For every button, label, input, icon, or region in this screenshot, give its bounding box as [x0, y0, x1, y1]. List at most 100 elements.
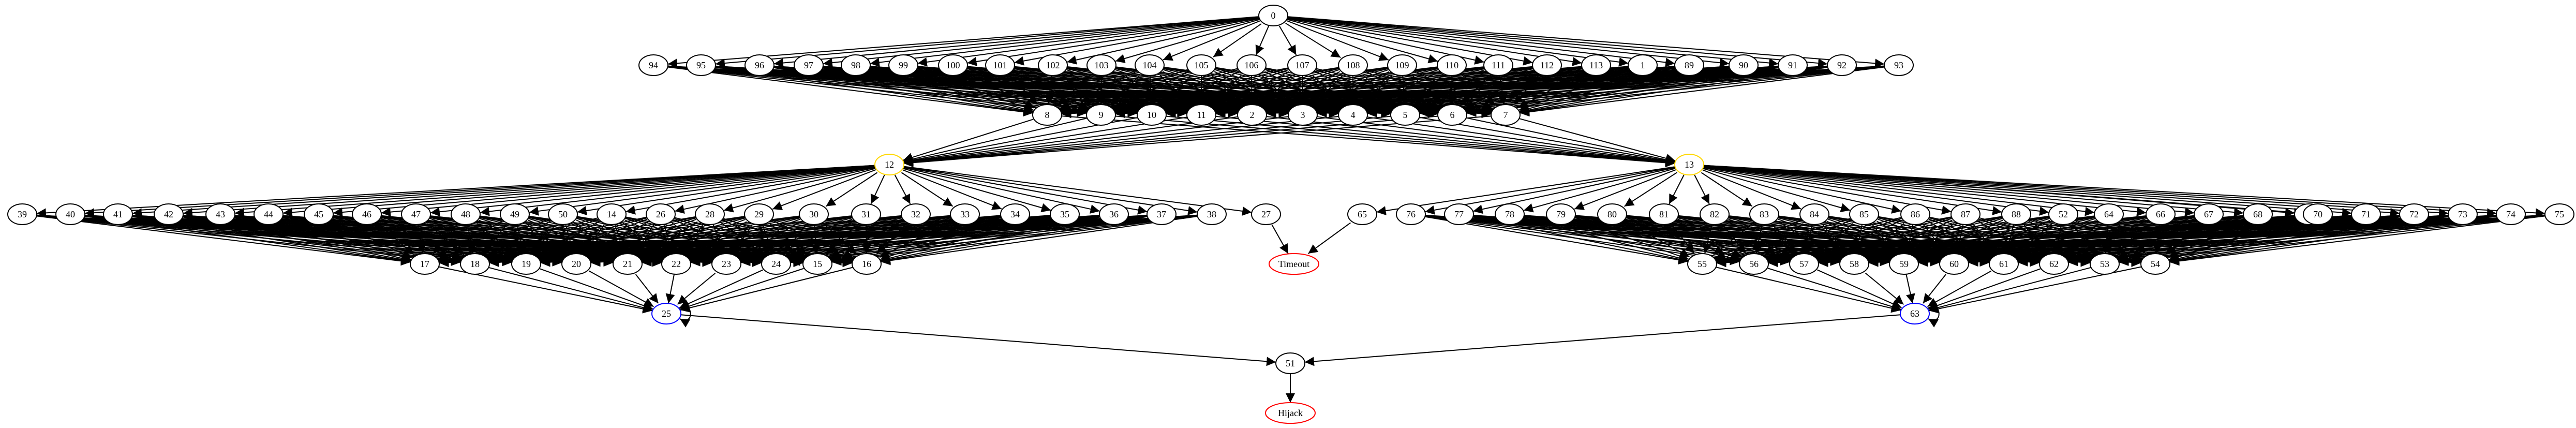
edge-106-to-8 [1061, 68, 1238, 114]
edge-13-to-52 [1703, 166, 2049, 216]
edge-15-to-25 [680, 268, 804, 311]
edge-47-to-19 [429, 219, 513, 259]
node-shape [1749, 203, 1779, 225]
edge-12-to-14 [626, 166, 875, 215]
node-4: 4 [1338, 104, 1368, 126]
node-66: 66 [2146, 203, 2176, 225]
edge-3-to-13 [1317, 116, 1675, 167]
edge-18-to-25 [488, 267, 653, 313]
edge-12-to-42 [183, 165, 875, 217]
edge-46-to-17 [377, 223, 414, 255]
node-shape [460, 253, 490, 275]
node-26: 26 [646, 203, 676, 225]
edge-101-to-8 [1009, 75, 1038, 105]
node-shape [1038, 54, 1068, 76]
node-shape [841, 54, 871, 76]
node-34: 34 [1000, 203, 1030, 225]
node-label: 32 [911, 209, 920, 219]
node-label: 66 [2156, 209, 2165, 219]
node-label: 64 [2104, 209, 2113, 219]
node-49: 49 [500, 203, 530, 225]
node-label: 42 [164, 209, 173, 219]
edge-0-to-104 [1163, 20, 1260, 61]
edge-11-to-13 [1215, 115, 1675, 167]
node-label: 10 [1147, 110, 1156, 120]
node-shape [1437, 104, 1467, 126]
node-72: 72 [2399, 203, 2429, 225]
node-19: 19 [511, 253, 541, 275]
edge-104-to-8 [1060, 71, 1137, 109]
node-shape [1387, 54, 1417, 76]
node-36: 36 [1099, 203, 1129, 225]
node-shape [1275, 352, 1305, 374]
node-label: 20 [572, 259, 581, 269]
node-shape [1099, 203, 1129, 225]
node-106: 106 [1237, 54, 1267, 76]
node-shape [744, 54, 775, 76]
node-shape [1258, 5, 1288, 26]
node-18: 18 [460, 253, 490, 275]
node-label: 15 [813, 259, 822, 269]
edge-64-to-55 [1716, 215, 2095, 266]
node-label: 25 [662, 308, 671, 319]
node-68: 68 [2243, 203, 2273, 225]
node-label: 5 [1403, 110, 1408, 120]
node-13: 13 [1674, 154, 1704, 175]
edge-85-to-55 [1716, 218, 1851, 262]
node-40: 40 [55, 203, 85, 225]
node-shape [1532, 54, 1562, 76]
node-label: 99 [899, 60, 908, 70]
edge-0-to-108 [1285, 22, 1341, 58]
node-shape [1687, 253, 1717, 275]
node-shape [2303, 203, 2333, 225]
node-label: 45 [314, 209, 323, 219]
node-shape [1287, 54, 1317, 76]
node-56: 56 [1739, 253, 1769, 275]
node-label: 1 [1641, 60, 1645, 70]
node-shape [2001, 203, 2031, 225]
edge-12-to-30 [825, 172, 878, 207]
node-shape [410, 253, 440, 275]
node-label: 28 [705, 209, 714, 219]
edge-75-to-59 [1918, 215, 2545, 267]
edge-93-to-2 [1266, 66, 1885, 118]
edge-12-to-33 [901, 172, 954, 207]
edge-30-to-17 [439, 215, 800, 266]
node-label: 109 [1395, 60, 1409, 70]
node-shape [55, 203, 85, 225]
node-shape [548, 203, 578, 225]
edge-4-to-12 [903, 115, 1339, 167]
node-label: 88 [2012, 209, 2021, 219]
edge-13-to-66 [1703, 165, 2147, 217]
node-label: 2 [1250, 110, 1255, 120]
node-108: 108 [1338, 54, 1368, 76]
node-shape [1839, 253, 1869, 275]
edge-75-to-54 [2169, 215, 2545, 266]
node-shape [1597, 203, 1627, 225]
edge-96-to-8 [773, 67, 1033, 116]
node-label: 71 [2361, 209, 2371, 219]
edge-2-to-13 [1266, 116, 1675, 167]
node-shape [1347, 203, 1377, 225]
node-48: 48 [451, 203, 481, 225]
edge-38-to-24 [790, 215, 1198, 266]
edge-80-to-55 [1625, 220, 1690, 258]
node-label: 65 [1358, 209, 1367, 219]
node-shape [1989, 253, 2019, 275]
node-label: 51 [1286, 358, 1295, 368]
node-label: 54 [2151, 259, 2160, 269]
edge-56-to-63 [1767, 268, 1901, 312]
node-shape [1900, 203, 1930, 225]
node-label: 87 [1961, 209, 1970, 219]
node-shape [561, 253, 591, 275]
edge-8-to-12 [903, 119, 1034, 162]
edge-13-to-88 [1703, 166, 2002, 215]
node-shape [1288, 104, 1318, 126]
edge-25-to-51 [680, 314, 1276, 366]
node-93: 93 [1884, 54, 1914, 76]
node-shape [802, 253, 832, 275]
node-6: 6 [1437, 104, 1467, 126]
edge-111-to-8 [1061, 66, 1484, 117]
node-label: 33 [960, 209, 970, 219]
